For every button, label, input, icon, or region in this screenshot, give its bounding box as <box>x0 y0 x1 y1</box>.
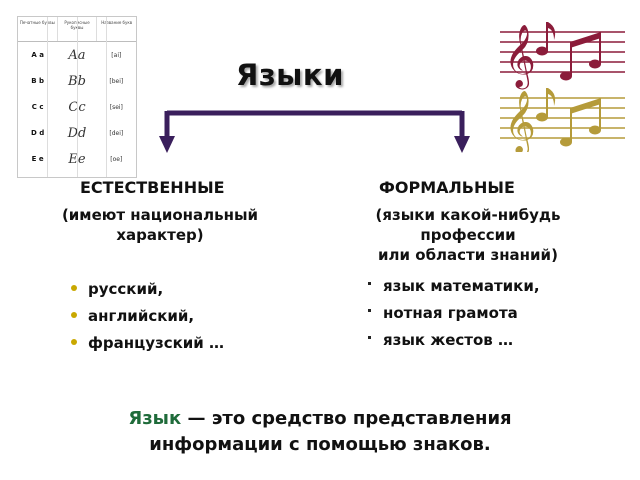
table-row: B b Bb [bei] <box>18 68 136 94</box>
letter-name: [oe] <box>110 155 123 163</box>
list-item: французский … <box>68 330 224 357</box>
formal-list: язык математики, нотная грамота язык жес… <box>363 273 540 354</box>
list-item: язык математики, <box>363 273 540 300</box>
formal-desc-line2: профессии <box>420 226 516 244</box>
print-letter: D d <box>31 129 45 137</box>
table-row: E e Ee [oe] <box>18 146 136 172</box>
natural-desc-line1: (имеют национальный <box>61 206 259 224</box>
natural-desc-line2: характер) <box>116 226 204 244</box>
treble-clef-icon: 𝄞 <box>504 90 536 152</box>
definition-line1-rest: это средство представления <box>211 408 512 429</box>
formal-desc-line3: или области знаний) <box>378 246 558 264</box>
table-row: A a Aa [ai] <box>18 42 136 68</box>
music-note-icon <box>536 22 601 81</box>
definition-line2: информации с помощью знаков. <box>149 434 491 455</box>
script-letter: Aa <box>57 48 96 63</box>
table-row: D d Dd [dei] <box>18 120 136 146</box>
formal-heading: ФОРМАЛЬНЫЕ <box>379 178 515 197</box>
formal-description: (языки какой-нибудь профессии или област… <box>338 205 598 265</box>
arrow-down-right-icon <box>454 136 470 153</box>
staff-bottom <box>500 97 625 139</box>
branch-connector <box>159 110 470 153</box>
header-print: Печатные буквы <box>18 17 58 41</box>
staff-top <box>500 31 625 73</box>
definition-term: Язык <box>128 408 182 429</box>
definition-dash: — <box>187 408 206 429</box>
formal-desc-line1: (языки какой-нибудь <box>375 206 561 224</box>
print-letter: C c <box>31 103 44 111</box>
list-item: русский, <box>68 276 224 303</box>
script-letter: Dd <box>57 126 96 141</box>
script-letter: Cc <box>57 100 96 115</box>
definition-text: Язык — это средство представления информ… <box>80 406 560 458</box>
natural-description: (имеют национальный характер) <box>35 205 285 245</box>
print-letter: B b <box>31 77 45 85</box>
list-item: язык жестов … <box>363 327 540 354</box>
print-letter: E e <box>31 155 44 163</box>
letter-name: [sei] <box>109 103 123 111</box>
page-title: Языки <box>236 58 344 92</box>
list-item: нотная грамота <box>363 300 540 327</box>
letter-name: [bei] <box>109 77 124 85</box>
natural-heading: ЕСТЕСТВЕННЫЕ <box>80 178 225 197</box>
natural-list: русский, английский, французский … <box>68 276 224 357</box>
definition-line1: Язык — это средство представления <box>80 406 560 432</box>
letter-name: [ai] <box>111 51 122 59</box>
script-letter: Ee <box>57 152 96 167</box>
header-name: Название букв <box>101 20 133 25</box>
alphabet-table: Печатные буквы Рукописные буквы Название… <box>17 16 137 178</box>
music-notes-picture: 𝄞 𝄞 <box>500 22 625 152</box>
treble-clef-icon: 𝄞 <box>504 24 536 90</box>
table-row: C c Cc [sei] <box>18 94 136 120</box>
music-note-icon <box>536 88 601 147</box>
print-letter: A a <box>31 51 44 59</box>
letter-name: [dei] <box>109 129 124 137</box>
script-letter: Bb <box>57 74 96 89</box>
list-item: английский, <box>68 303 224 330</box>
arrow-down-left-icon <box>159 136 175 153</box>
